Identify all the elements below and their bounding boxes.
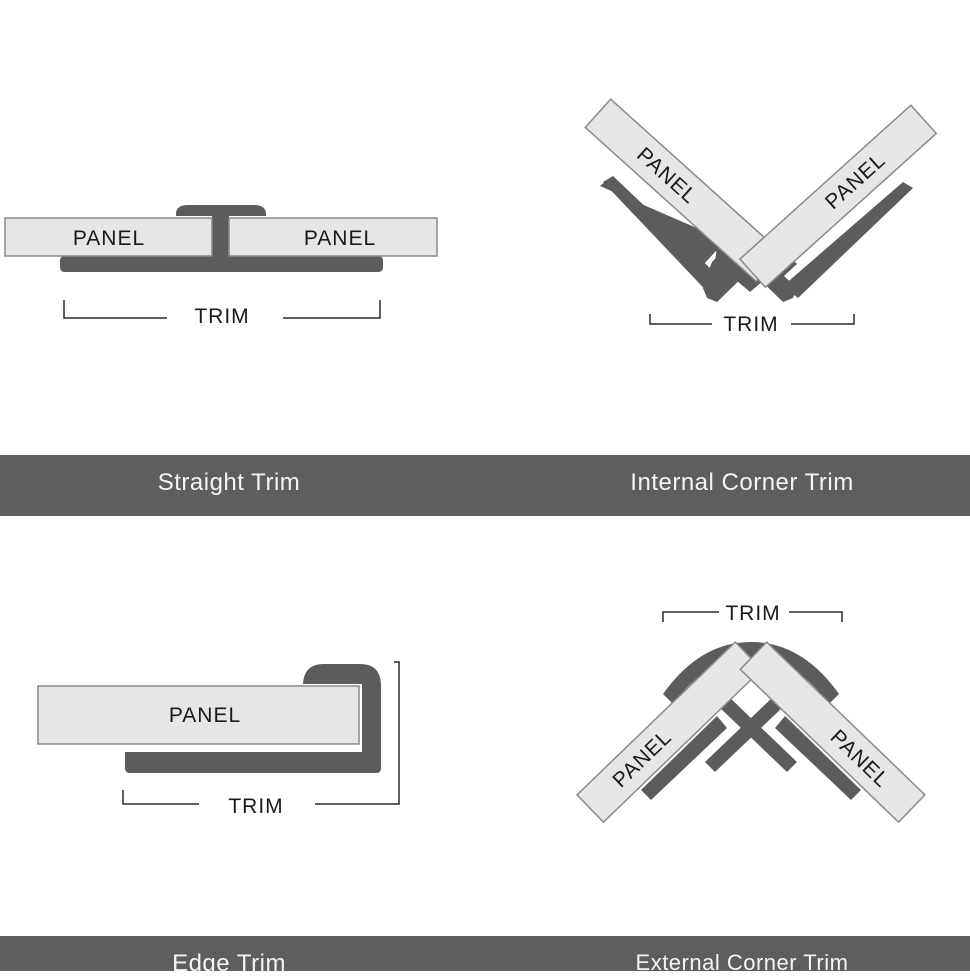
straight-trim-caption: Straight Trim <box>157 469 301 496</box>
external-corner-trim-diagram: PANEL PANEL TRIM <box>485 516 970 971</box>
internal-corner-trim-drawing: PANEL PANEL TRIM <box>584 98 938 336</box>
straight-left-panel <box>4 217 213 257</box>
edge-trim-caption: Edge Trim <box>172 950 286 977</box>
internal-corner-trim-diagram: PANEL PANEL TRIM <box>485 0 970 455</box>
edge-trim-diagram: PANEL TRIM <box>0 516 485 971</box>
edge-trim-profile <box>125 664 381 773</box>
internal-corner-trim-caption: Internal Corner Trim <box>630 469 854 496</box>
straight-right-panel <box>228 217 438 257</box>
external-corner-trim-caption: External Corner Trim <box>635 950 849 975</box>
edge-panel-label: PANEL <box>169 704 241 727</box>
internal-trim-label: TRIM <box>723 313 778 336</box>
external-corner-trim-drawing: PANEL PANEL TRIM <box>576 602 926 824</box>
edge-trim-dimension-line <box>122 661 400 805</box>
straight-left-panel-label: PANEL <box>73 227 145 250</box>
edge-trim-label: TRIM <box>228 795 283 818</box>
external-trim-dimension-line <box>662 611 843 622</box>
caption-band-bottom <box>0 936 970 971</box>
internal-trim-dimension-line <box>649 314 855 325</box>
straight-trim-profile <box>60 205 383 272</box>
internal-right-panel <box>738 104 938 289</box>
edge-trim-drawing: PANEL TRIM <box>37 661 400 818</box>
straight-trim-label: TRIM <box>194 305 249 328</box>
straight-trim-drawing: PANEL PANEL TRIM <box>4 205 438 328</box>
edge-panel <box>37 685 360 745</box>
caption-band-top <box>0 455 970 516</box>
external-trim-label: TRIM <box>725 602 780 625</box>
straight-trim-diagram: PANEL PANEL TRIM <box>0 0 485 455</box>
external-right-panel <box>739 640 926 824</box>
straight-trim-dimension-line <box>63 300 381 319</box>
external-left-panel <box>576 640 763 824</box>
straight-right-panel-label: PANEL <box>304 227 376 250</box>
